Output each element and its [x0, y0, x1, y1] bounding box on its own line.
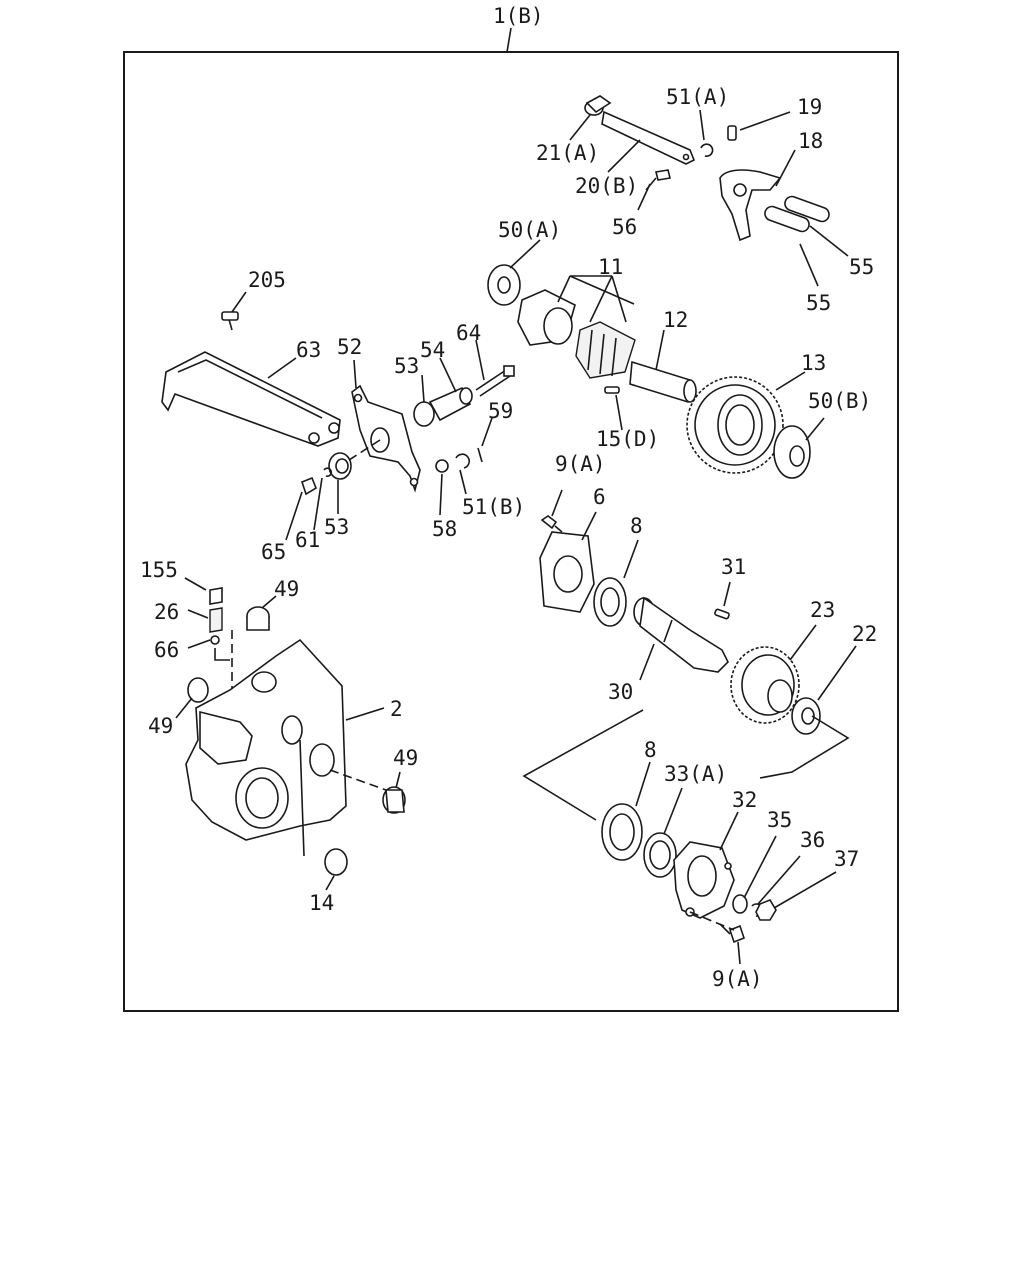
label-19: 19 — [797, 95, 822, 119]
label-49-upper: 49 — [274, 577, 299, 601]
label-61: 61 — [295, 528, 320, 552]
label-36: 36 — [800, 828, 825, 852]
label-205: 205 — [248, 268, 286, 292]
label-21a: 21(A) — [536, 141, 599, 165]
label-14: 14 — [309, 891, 334, 915]
label-20b: 20(B) — [575, 174, 638, 198]
diagram-frame — [123, 51, 899, 1012]
label-13: 13 — [801, 351, 826, 375]
label-6: 6 — [593, 485, 606, 509]
output-shaft-group — [539, 515, 821, 735]
label-37: 37 — [834, 847, 859, 871]
label-59: 59 — [488, 399, 513, 423]
label-51b: 51(B) — [462, 495, 525, 519]
label-31: 31 — [721, 555, 746, 579]
label-8-upper: 8 — [630, 514, 643, 538]
label-49-right: 49 — [393, 746, 418, 770]
assembly-label: 1(B) — [493, 4, 544, 28]
label-9a-top: 9(A) — [555, 452, 606, 476]
label-55-lower: 55 — [806, 291, 831, 315]
label-64: 64 — [456, 321, 481, 345]
label-18: 18 — [798, 129, 823, 153]
label-58: 58 — [432, 517, 457, 541]
label-53-upper: 53 — [394, 354, 419, 378]
label-2: 2 — [390, 697, 403, 721]
label-65: 65 — [261, 540, 286, 564]
label-49-left: 49 — [148, 714, 173, 738]
label-63: 63 — [296, 338, 321, 362]
label-8-lower: 8 — [644, 738, 657, 762]
label-155: 155 — [140, 558, 178, 582]
label-33a: 33(A) — [664, 762, 727, 786]
shift-shaft-group — [584, 95, 830, 242]
label-15d: 15(D) — [596, 427, 659, 451]
assembly-leader — [506, 27, 512, 53]
label-66: 66 — [154, 638, 179, 662]
label-53-lower: 53 — [324, 515, 349, 539]
label-9a-bottom: 9(A) — [712, 967, 763, 991]
label-30: 30 — [608, 680, 633, 704]
label-12: 12 — [663, 308, 688, 332]
label-11: 11 — [598, 255, 623, 279]
label-50a: 50(A) — [498, 218, 561, 242]
cover-group — [601, 803, 777, 944]
label-55-upper: 55 — [849, 255, 874, 279]
label-26: 26 — [154, 600, 179, 624]
label-56: 56 — [612, 215, 637, 239]
label-54: 54 — [420, 338, 445, 362]
label-50b: 50(B) — [808, 389, 871, 413]
lever-group — [161, 311, 515, 496]
part-labels: 51(A) 19 21(A) 18 20(B) 56 55 55 50(A) 1… — [140, 85, 877, 991]
label-51a: 51(A) — [666, 85, 729, 109]
counter-gear-group — [487, 264, 811, 479]
label-23: 23 — [810, 598, 835, 622]
label-52: 52 — [337, 335, 362, 359]
label-32: 32 — [732, 788, 757, 812]
label-35: 35 — [767, 808, 792, 832]
label-22: 22 — [852, 622, 877, 646]
housing-group — [185, 587, 406, 876]
